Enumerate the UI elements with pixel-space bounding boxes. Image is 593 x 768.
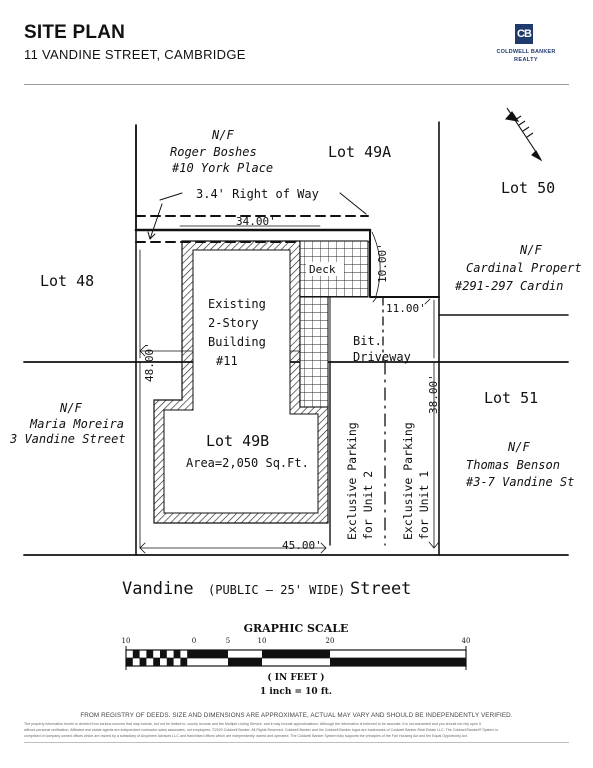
parking-unit2-line1: Exclusive Parking — [345, 422, 359, 540]
brand-logo: CB COLDWELL BANKER REALTY — [496, 22, 556, 66]
scale-tick-10: 10 — [258, 637, 267, 645]
scale-cell — [187, 650, 194, 658]
east-owner-nf: N/F — [519, 243, 542, 257]
building-label-2: 2-Story — [208, 316, 259, 330]
dim-right-label: 38.00' — [427, 374, 440, 414]
footer-divider — [24, 742, 569, 743]
scale-cell — [180, 658, 188, 666]
site-plan-drawing: N/F Roger Boshes #10 York Place Lot 49A … — [9, 107, 582, 697]
page-subtitle: 11 VANDINE STREET, CAMBRIDGE — [24, 47, 246, 62]
scale-bar — [125, 646, 467, 670]
lot-48-label: Lot 48 — [40, 272, 94, 290]
north-owner-nf: N/F — [211, 128, 234, 142]
scale-cell — [132, 650, 140, 658]
dim-deck-label: 10.00' — [376, 243, 389, 283]
lot-49b-label: Lot 49B — [206, 432, 269, 450]
street-name-2: (PUBLIC – 25' WIDE) — [208, 583, 345, 597]
property-line-step — [369, 229, 440, 298]
scale-tick-40: 40 — [462, 637, 471, 645]
parking-unit2-line2: for Unit 2 — [361, 471, 375, 540]
dim-arrows-lower — [139, 541, 440, 554]
page-title: SITE PLAN — [24, 22, 126, 43]
scale-cell — [262, 650, 330, 658]
logo-mark: CB — [515, 24, 533, 44]
scale-ratio: 1 inch = 10 ft. — [260, 687, 332, 697]
scale-tick-5: 5 — [226, 637, 230, 645]
header-divider — [24, 84, 569, 85]
se-owner-address: #3-7 Vandine St — [465, 475, 574, 489]
driveway-label-2: Driveway — [353, 350, 411, 364]
right-of-way-label: 3.4' Right of Way — [196, 187, 319, 201]
west-owner-nf: N/F — [59, 401, 82, 415]
building-label-4: #11 — [216, 354, 238, 368]
scale-cell — [153, 658, 160, 666]
fine-print-1: The property information herein is deriv… — [24, 722, 481, 726]
scale-cell — [146, 650, 154, 658]
dim-line-deck — [371, 231, 381, 297]
scale-cell — [330, 658, 466, 666]
east-owner-address: #291-297 Cardin — [454, 279, 563, 293]
dim-bottom-label: 45.00' — [282, 539, 322, 552]
street-name-3: Street — [350, 579, 411, 599]
right-of-way-arrow — [147, 231, 156, 240]
north-owner-name: Roger Boshes — [170, 145, 257, 159]
logo-line-1: COLDWELL BANKER — [496, 49, 556, 55]
building-label-3: Building — [208, 335, 266, 349]
fine-print-2: without personal verification. Affiliate… — [24, 728, 498, 732]
area-label: Area=2,050 Sq.Ft. — [186, 456, 309, 470]
right-of-way-line — [135, 215, 369, 243]
se-owner-nf: N/F — [507, 440, 530, 454]
scale-title: GRAPHIC SCALE — [244, 622, 349, 635]
scale-cell — [228, 658, 262, 666]
west-owner-name: Maria Moreira — [29, 417, 124, 431]
building-label-1: Existing — [208, 297, 266, 311]
logo-line-2: REALTY — [514, 57, 538, 63]
scale-cell — [173, 650, 181, 658]
scale-tick-20: 20 — [326, 637, 335, 645]
disclaimer-text: FROM REGISTRY OF DEEDS. SIZE AND DIMENSI… — [80, 712, 513, 719]
se-owner-name: Thomas Benson — [466, 458, 560, 472]
deck-label-bg — [306, 262, 344, 276]
scale-cell — [194, 650, 228, 658]
dim-top-label: 34.00' — [236, 215, 276, 228]
scale-unit: ( IN FEET ) — [267, 672, 324, 683]
scale-cell — [166, 658, 174, 666]
east-owner-name: Cardinal Propert — [466, 261, 582, 275]
dim-arrows — [139, 296, 431, 357]
parking-unit1-line1: Exclusive Parking — [401, 422, 415, 540]
lot-49a-label: Lot 49A — [328, 143, 391, 161]
deck-label: Deck — [309, 263, 336, 276]
scale-cell — [139, 658, 147, 666]
scale-cell — [126, 658, 133, 666]
dim-left-label: 48.00' — [143, 342, 156, 382]
right-of-way-leader — [149, 192, 367, 240]
north-arrow — [504, 107, 543, 162]
porch-area — [299, 296, 329, 408]
parking-unit1-line2: for Unit 1 — [417, 471, 431, 540]
street-name-1: Vandine — [122, 579, 194, 599]
building-interior — [163, 249, 319, 514]
lot-50-label: Lot 50 — [501, 179, 555, 197]
dim-step-label: 11.00' — [386, 302, 426, 315]
scale-tick-0: 0 — [192, 637, 196, 645]
west-owner-address: 3 Vandine Street — [9, 432, 126, 446]
scale-cell — [160, 650, 167, 658]
scale-tick-neg10: 10 — [122, 637, 131, 645]
north-owner-address: #10 York Place — [171, 161, 273, 175]
driveway-label-1: Bit. — [353, 334, 382, 348]
lot-51-label: Lot 51 — [484, 389, 538, 407]
fine-print-3: comprised of company owned offices which… — [24, 734, 468, 738]
